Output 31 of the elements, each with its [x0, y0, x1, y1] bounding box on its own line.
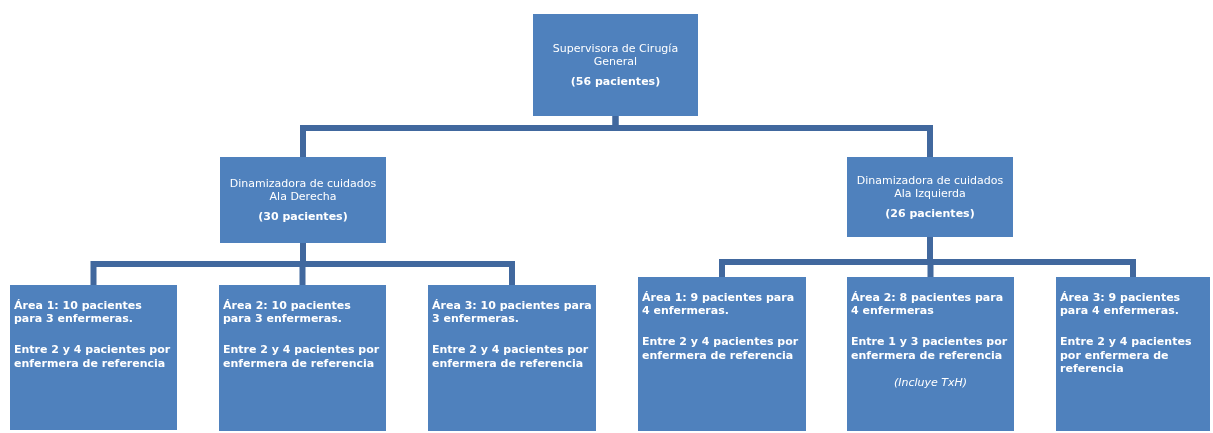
- box-text: (56 pacientes): [570, 74, 661, 88]
- box-text: (26 pacientes): [885, 206, 975, 220]
- box-heading: Área 1: 10 pacientes para 3 enfermeras.: [14, 299, 143, 326]
- box-heading: Dinamizadora de cuidados Ala Derecha: [228, 177, 378, 204]
- area-box: [10, 285, 177, 430]
- box-text: Entre 2 y 4 pacientes por enfermera de referencia: [432, 343, 590, 370]
- box-heading: Área 3: 9 pacientes para 4 enfermeras.: [1060, 291, 1182, 318]
- area-box: [428, 285, 596, 431]
- box-heading: Área 3: 10 pacientes para 3 enfermeras.: [432, 299, 592, 326]
- box-text: Entre 2 y 4 pacientes por enfermera de referencia: [223, 343, 381, 370]
- box-text: (Incluye TxH): [892, 375, 969, 389]
- role-box: [533, 14, 698, 116]
- connector-line: [300, 243, 515, 285]
- role-box: [220, 157, 386, 243]
- connector-line: [927, 237, 1136, 277]
- connector-line: [612, 116, 933, 157]
- box-heading: Dinamizadora de cuidados Ala Izquierda: [855, 174, 1005, 201]
- area-box: [847, 277, 1014, 431]
- box-text: Entre 2 y 4 pacientes por enfermera de referencia: [642, 335, 800, 362]
- box-heading: Supervisora de Cirugía General: [551, 42, 680, 69]
- box-heading: Área 2: 8 pacientes para 4 enfermeras: [851, 291, 1005, 318]
- box-text: Entre 2 y 4 pacientes por enfermera de referencia: [1060, 335, 1193, 375]
- box-heading: Área 2: 10 pacientes para 3 enfermeras.: [223, 299, 352, 326]
- area-box: [219, 285, 386, 431]
- box-heading: Área 1: 9 pacientes para 4 enfermeras.: [642, 291, 796, 318]
- box-text: Entre 1 y 3 pacientes por enfermera de referencia: [851, 335, 1009, 362]
- area-box: [1056, 277, 1210, 431]
- box-text: (30 pacientes): [258, 209, 348, 223]
- area-box: [638, 277, 806, 431]
- box-text: Entre 2 y 4 pacientes por enfermera de referencia: [14, 343, 172, 370]
- role-box: [847, 157, 1013, 237]
